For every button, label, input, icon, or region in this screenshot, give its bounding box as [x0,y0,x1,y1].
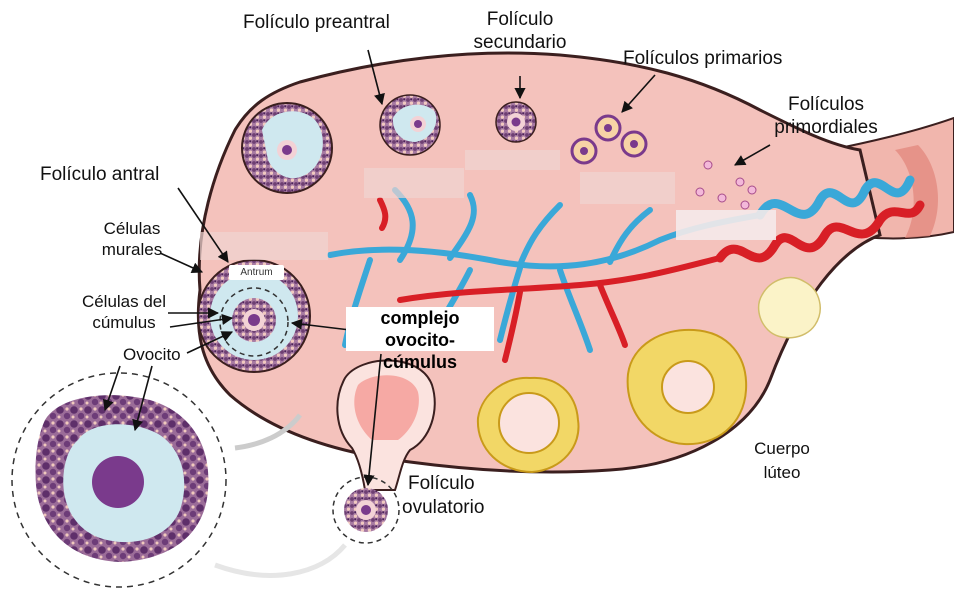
ghost-box [465,150,560,170]
label-ovocito: Ovocito [123,344,181,365]
label-line: cúmulus [346,351,494,373]
label-line: cúmulus [74,312,174,333]
label-line: lúteo [746,461,818,485]
label-line: primordiales [764,116,888,139]
label-foliculo-ovulatorio: Folículo ovulatorio [402,472,490,520]
label-celulas-murales: Células murales [92,218,172,260]
label-line: murales [92,239,172,260]
label-line: secundario [466,31,574,54]
label-foliculo-secundario: Folículo secundario [466,8,574,54]
label-foliculo-antral: Folículo antral [40,163,159,186]
label-complejo-ovocito-cumulus: complejo ovocito- cúmulus [346,307,494,351]
label-line: ovulatorio [402,496,490,520]
label-foliculo-preantral: Folículo preantral [243,11,390,34]
label-line: complejo ovocito- [346,307,494,351]
label-foliculos-primarios: Folículos primarios [623,47,782,70]
ghost-box [200,232,328,260]
zoom-cumulus-oocyte [12,373,226,587]
ruptured-follicle [337,360,434,490]
corpus-luteum [628,330,747,444]
label-cuerpo-luteo: Cuerpo lúteo [746,437,818,485]
zoom-arrow-lower [215,545,345,575]
label-line: Folículo [402,472,490,496]
ghost-box [676,210,776,240]
label-line: Cuerpo [746,437,818,461]
label-line: Células del [74,291,174,312]
ghost-box [364,168,464,198]
secondary-follicle [496,102,536,142]
ghost-box [580,172,675,204]
label-line: Folículos [764,93,888,116]
corpus-albicans [759,278,821,338]
label-line: Células [92,218,172,239]
corpus-luteum-forming [478,378,579,472]
label-antrum: Antrum [229,265,284,280]
label-line: Folículo [466,8,574,31]
label-foliculos-primordiales: Folículos primordiales [764,93,888,139]
preantral-follicle [242,103,332,193]
label-celulas-cumulus: Células del cúmulus [74,291,174,333]
preantral-follicle-2 [380,95,440,155]
